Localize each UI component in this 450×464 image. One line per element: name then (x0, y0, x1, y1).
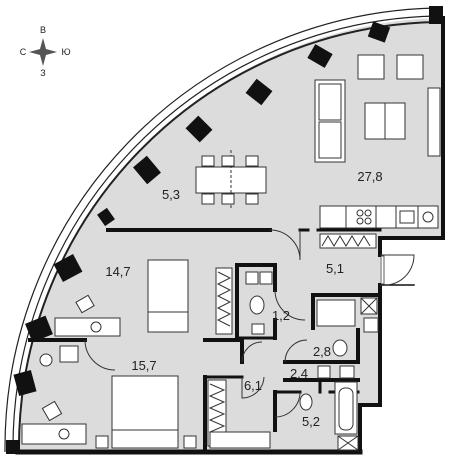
desk-1 (54, 294, 121, 337)
door-swings (84, 229, 415, 418)
area-living-kitchen: 27,8 (357, 169, 382, 184)
area-hallway: 5,1 (326, 261, 344, 276)
compass-south: З (40, 68, 45, 78)
bed-1 (147, 259, 189, 333)
hall-wardrobe (319, 233, 377, 249)
entry-door[interactable] (380, 255, 385, 285)
dining-table (195, 150, 267, 210)
facade-pillars (6, 6, 443, 454)
compass-east: Ю (61, 47, 70, 57)
storage-fixtures (317, 365, 355, 379)
armchairs (357, 54, 424, 80)
desk-2 (21, 345, 87, 445)
bedroom-2-wardrobe (207, 379, 271, 449)
compass: В С Ю З (20, 25, 71, 78)
interior-walls (15, 16, 445, 455)
area-storage: 2,4 (290, 366, 308, 381)
shower-room (316, 297, 379, 357)
bed-2 (95, 375, 197, 449)
compass-star-icon (29, 38, 57, 66)
compass-north: В (40, 25, 46, 35)
area-dining: 5,3 (162, 187, 180, 202)
curved-facade (4, 7, 437, 453)
wc-1 (245, 271, 273, 335)
area-bathroom-small: 1,2 (272, 308, 290, 323)
sofa (314, 79, 346, 163)
compass-west: С (20, 47, 27, 57)
tv-cabinet (427, 87, 441, 157)
area-bathroom-shower: 2,8 (313, 344, 331, 359)
kitchen-counter (319, 205, 439, 229)
area-bedroom-1: 14,7 (105, 264, 130, 279)
bathtub (299, 381, 359, 451)
area-bathroom-main: 5,2 (302, 414, 320, 429)
area-bedroom-2: 15,7 (131, 358, 156, 373)
bedroom-1-wardrobe (215, 267, 233, 335)
coffee-table (364, 102, 406, 140)
area-corridor: 6,1 (244, 378, 262, 393)
